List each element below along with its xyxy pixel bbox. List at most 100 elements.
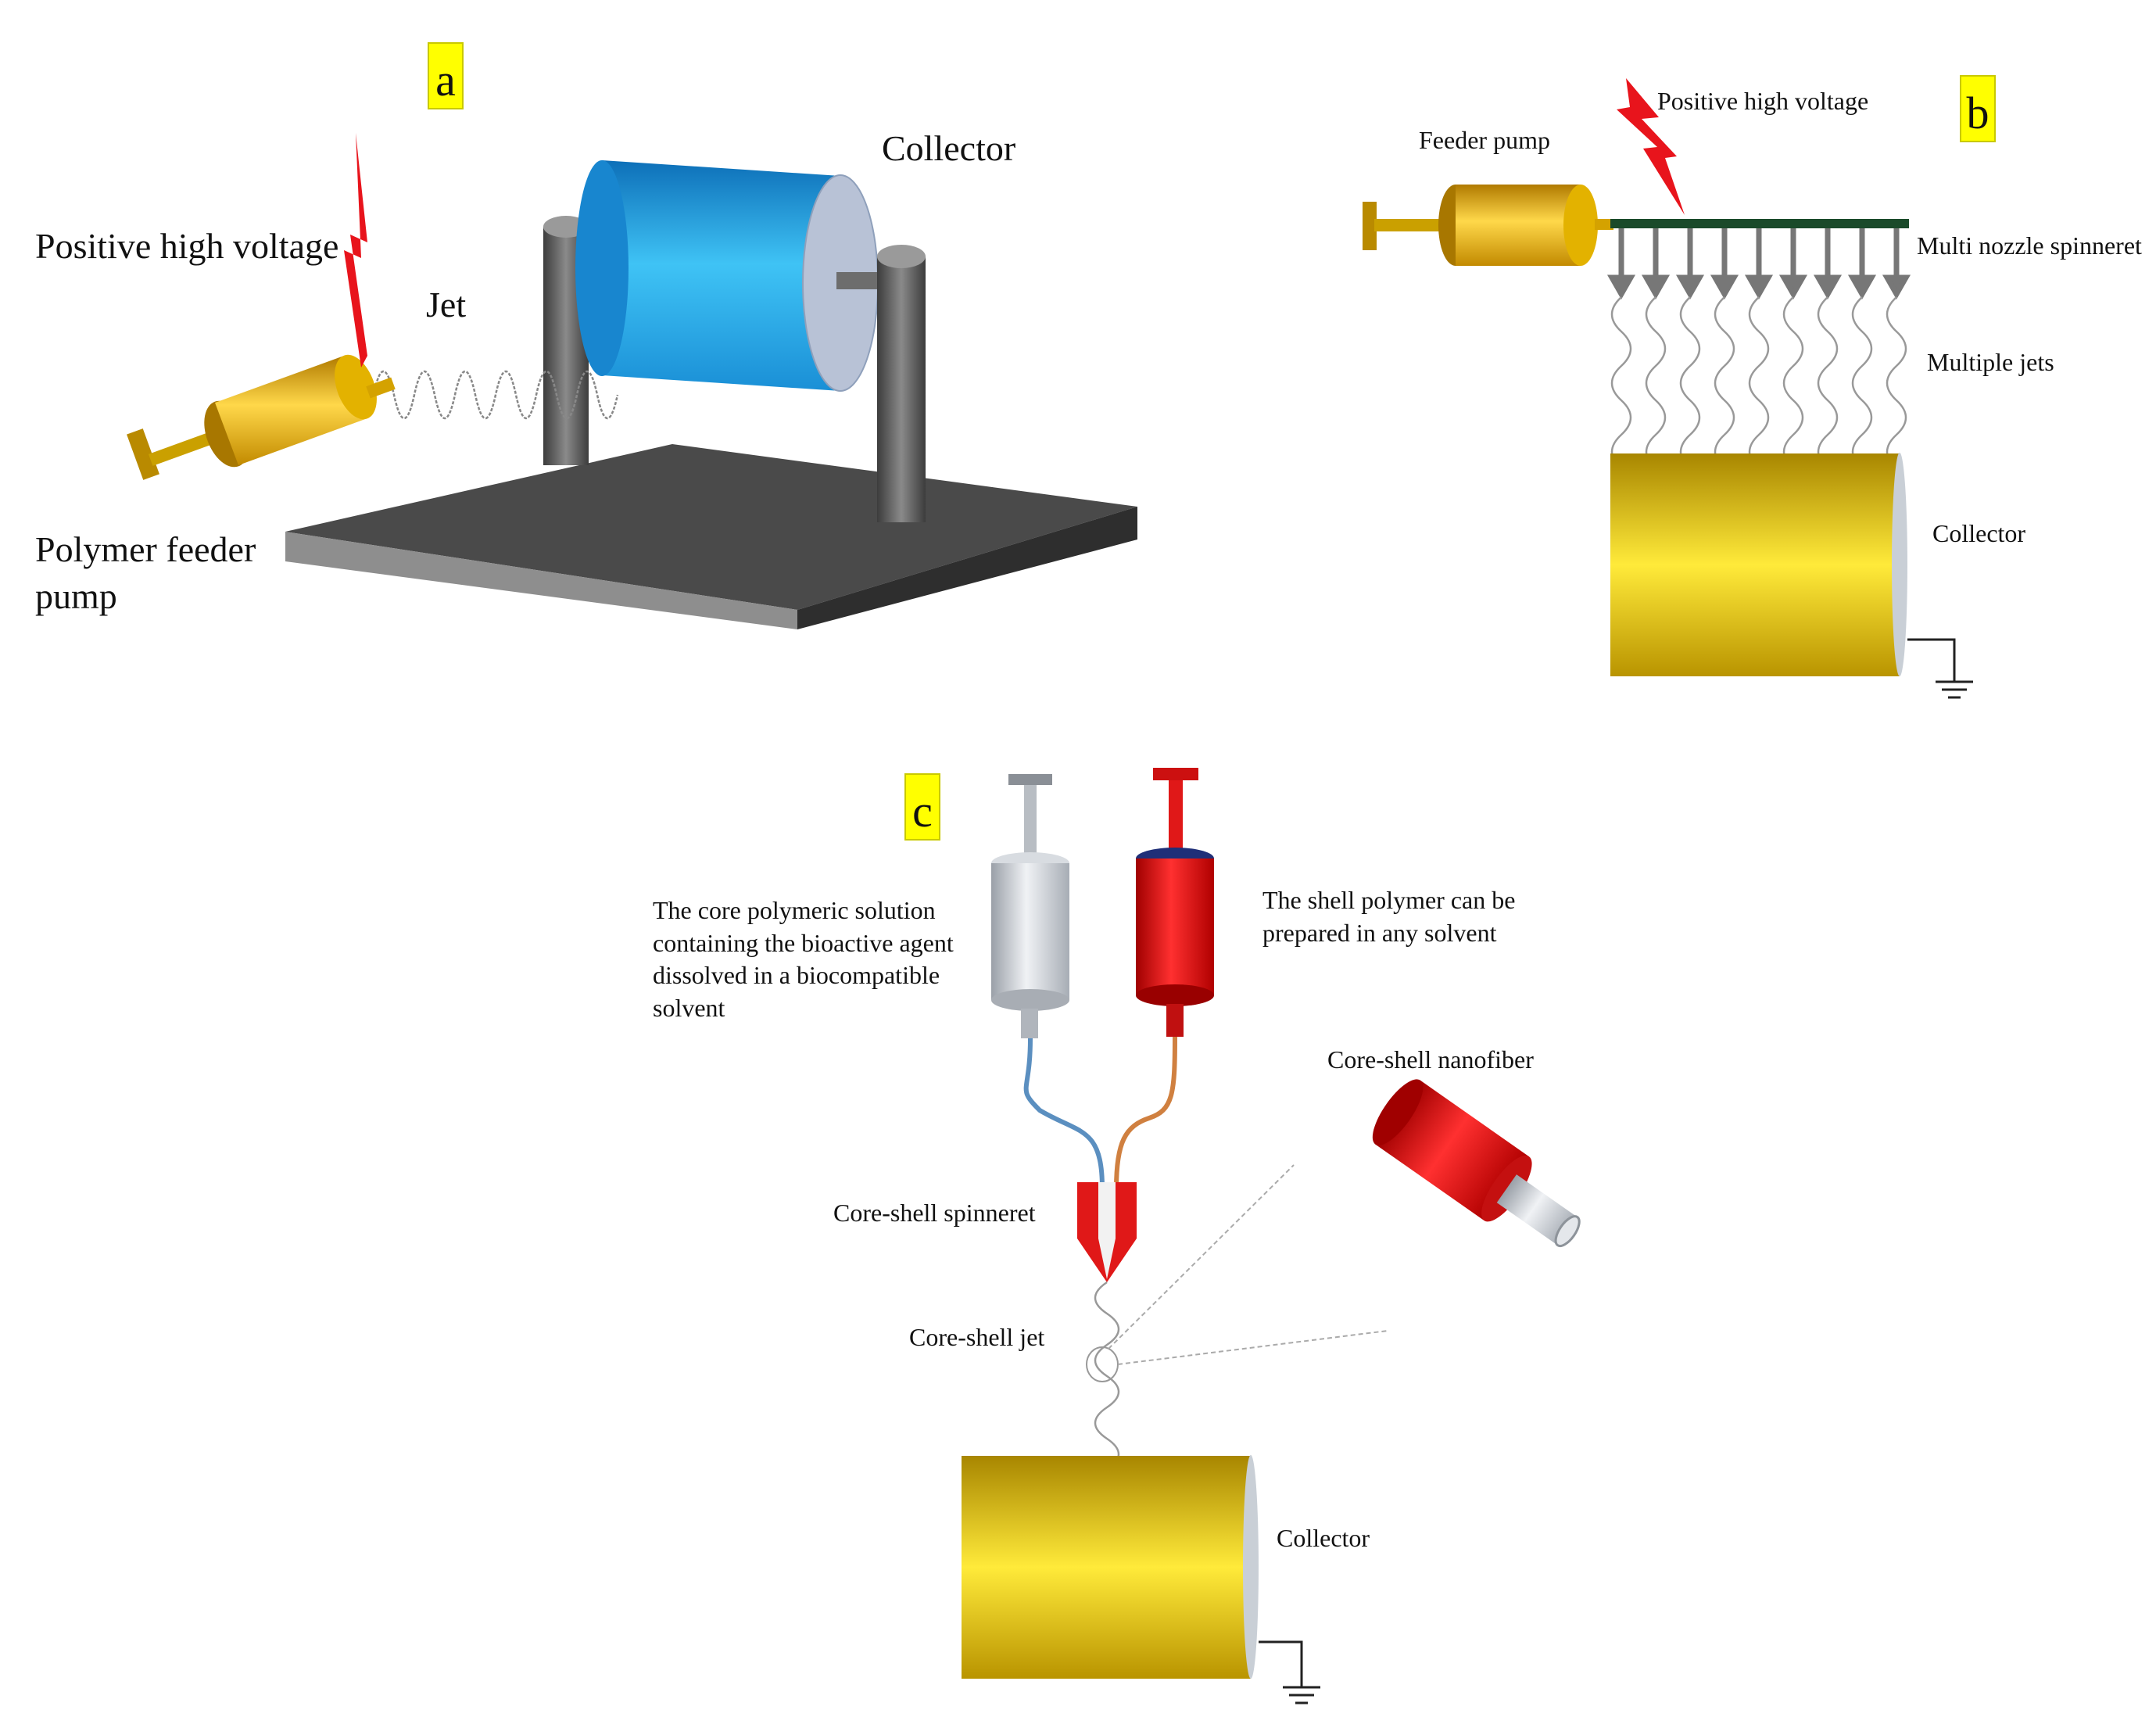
ground-symbol-c <box>1259 1640 1320 1704</box>
jet <box>1610 296 1632 470</box>
shell-tube <box>1114 1036 1177 1189</box>
label-core-solution-2: containing the bioactive agent <box>653 929 954 957</box>
jet <box>1851 296 1873 470</box>
jet <box>1645 296 1667 470</box>
core-syringe-handle <box>1008 774 1052 785</box>
panel-b-letter-box <box>1960 75 1996 142</box>
ground-symbol <box>1907 638 1973 699</box>
panel-b: b <box>1363 75 2142 699</box>
jet <box>1748 296 1770 470</box>
multi-nozzle-spinneret-bar <box>1610 219 1909 228</box>
feeder-pump <box>1363 185 1613 266</box>
base-plate-top <box>285 444 1137 610</box>
nozzle-tip <box>1744 274 1774 300</box>
nanofiber-core-end <box>1554 1215 1581 1248</box>
label-multiple-jets: Multiple jets <box>1927 348 2054 376</box>
pump-body <box>215 356 367 465</box>
nozzle-tip <box>1675 274 1705 300</box>
pump-plunger-rod <box>148 430 220 466</box>
shell-syringe-bottom <box>1136 984 1214 1006</box>
nanofiber-core <box>1496 1174 1578 1246</box>
panel-c-letter: c <box>912 786 933 837</box>
label-core-shell-nanofiber: Core-shell nanofiber <box>1327 1045 1534 1074</box>
core-shell-spinneret <box>1077 1182 1137 1282</box>
label-positive-high-voltage: Positive high voltage <box>35 226 338 266</box>
magnify-line-upper <box>1108 1164 1295 1350</box>
collector-cylinder-end <box>1892 453 1907 676</box>
label-shell-polymer-2: prepared in any solvent <box>1262 919 1497 947</box>
panel-c-letter-box <box>904 773 940 841</box>
nozzle-tip <box>1778 274 1808 300</box>
panel-b-letter: b <box>1967 88 1989 138</box>
magnify-line-lower <box>1117 1330 1388 1365</box>
label-collector: Collector <box>882 128 1015 168</box>
nozzle-tip <box>1847 274 1877 300</box>
nanofiber-shell-back <box>1372 1079 1424 1145</box>
core-syringe-tip <box>1021 1009 1038 1038</box>
feeder-pump-rod <box>1374 219 1452 231</box>
label-core-shell-spinneret: Core-shell spinneret <box>833 1199 1036 1227</box>
spinneret-cone-core <box>1098 1238 1116 1279</box>
base-plate-front <box>285 532 797 629</box>
core-syringe-bottom <box>991 989 1069 1011</box>
core-syringe-rod <box>1024 785 1037 859</box>
label-core-solution-4: solvent <box>653 994 725 1022</box>
collector-drum <box>602 160 840 391</box>
nozzle-tip <box>1641 274 1671 300</box>
jet <box>1679 296 1701 470</box>
jet-magnify-circle <box>1086 1346 1119 1382</box>
shell-syringe-handle <box>1153 768 1198 780</box>
feeder-pump-nozzle <box>1595 219 1613 230</box>
drum-axle <box>836 272 883 289</box>
label-feeder-pump: Feeder pump <box>1419 126 1550 154</box>
panel-a-letter-box <box>428 42 464 109</box>
base-plate-side <box>797 507 1137 629</box>
collector-drum-left-cap <box>575 160 629 376</box>
panel-c: c <box>653 768 1581 1704</box>
spinneret-core-stripe <box>1098 1182 1116 1238</box>
core-syringe-body <box>991 863 1069 1000</box>
label-positive-high-voltage-b: Positive high voltage <box>1657 87 1868 115</box>
high-voltage-bolt <box>344 133 367 367</box>
collector-cylinder-c-end <box>1243 1455 1259 1679</box>
nanofiber-shell <box>1375 1080 1530 1221</box>
jet <box>1782 296 1804 470</box>
label-core-solution-3: dissolved in a biocompatible <box>653 961 940 989</box>
pump-body-front <box>335 354 377 420</box>
label-polymer-feeder-pump-2: pump <box>35 576 117 616</box>
feeder-pump-handle <box>1363 202 1377 250</box>
high-voltage-bolt <box>1617 78 1685 215</box>
label-core-shell-jet: Core-shell jet <box>909 1323 1044 1351</box>
pump-plunger-handle <box>127 428 159 480</box>
spinneret-nozzles <box>1606 228 1911 300</box>
pump-nozzle <box>366 377 396 399</box>
feeder-pump-front <box>1563 185 1598 266</box>
jet <box>1886 296 1907 470</box>
label-core-solution-1: The core polymeric solution <box>653 896 936 924</box>
right-post <box>877 256 926 522</box>
label-jet: Jet <box>426 285 466 324</box>
collector-cylinder-c <box>962 1456 1251 1679</box>
right-post-top <box>877 245 926 268</box>
label-shell-polymer-1: The shell polymer can be <box>1262 886 1515 914</box>
panel-a-letter: a <box>435 55 456 106</box>
shell-syringe-tip <box>1166 1004 1184 1037</box>
feeder-pump-body <box>1456 185 1581 266</box>
nozzle-tip <box>1606 274 1636 300</box>
shell-syringe-body <box>1136 858 1214 995</box>
multiple-jets <box>1610 296 1907 470</box>
label-multi-nozzle-spinneret: Multi nozzle spinneret <box>1917 231 2142 260</box>
shell-syringe <box>1136 768 1214 1037</box>
label-polymer-feeder-pump-1: Polymer feeder <box>35 529 256 569</box>
collector-cylinder <box>1610 453 1900 676</box>
jet-fiber <box>372 370 619 420</box>
nozzle-tip <box>1882 274 1911 300</box>
panel-a: a Positive high voltage <box>35 42 1137 629</box>
core-syringe <box>991 774 1069 1038</box>
polymer-feeder-pump <box>127 354 396 480</box>
core-shell-nanofiber <box>1372 1079 1581 1248</box>
jet <box>1714 296 1735 470</box>
shell-syringe-rod <box>1169 780 1183 851</box>
jet <box>1817 296 1839 470</box>
